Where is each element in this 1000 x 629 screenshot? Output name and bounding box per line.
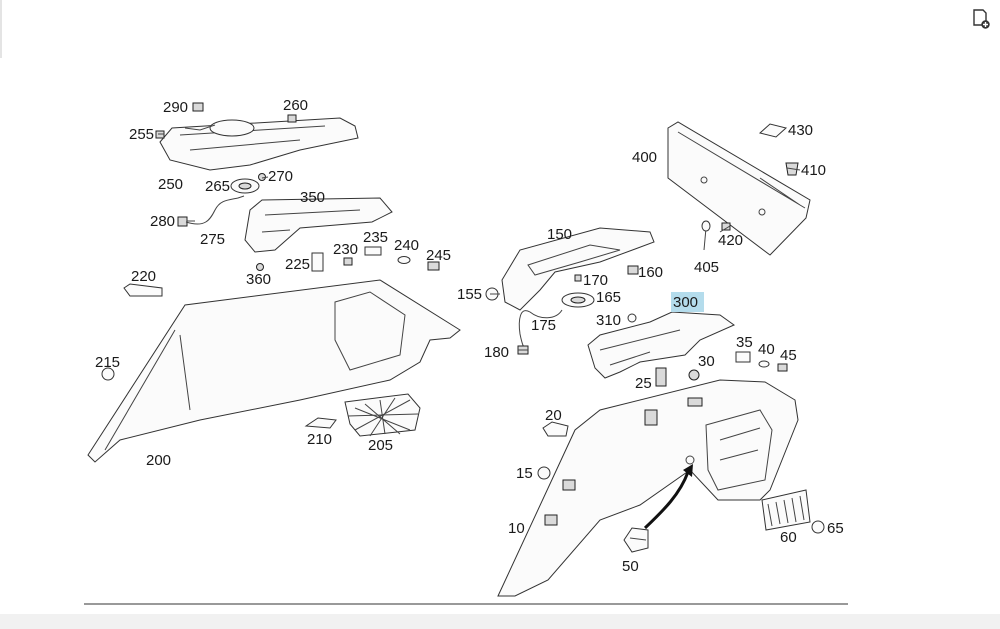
leader-lines xyxy=(158,133,801,351)
label-290[interactable]: 290 xyxy=(163,99,188,116)
label-430[interactable]: 430 xyxy=(788,122,813,139)
part-160-shape xyxy=(627,265,639,275)
part-65-shape xyxy=(811,520,825,534)
part-270-shape xyxy=(258,173,266,181)
label-300[interactable]: 300 xyxy=(673,294,698,311)
part-45-shape xyxy=(777,363,788,372)
part-230-shape xyxy=(343,257,353,266)
label-35[interactable]: 35 xyxy=(736,334,753,351)
label-235[interactable]: 235 xyxy=(363,229,388,246)
part-290-shape xyxy=(192,102,204,112)
part-200-shape xyxy=(87,279,461,463)
label-15[interactable]: 15 xyxy=(516,465,533,482)
part-40-shape xyxy=(758,360,770,368)
part-215-shape xyxy=(101,367,115,381)
assembly-arrow xyxy=(643,471,690,530)
part-360-shape xyxy=(256,263,264,271)
part-250-shape xyxy=(159,117,359,171)
label-275[interactable]: 275 xyxy=(200,231,225,248)
label-405[interactable]: 405 xyxy=(694,259,719,276)
part-300-shape xyxy=(587,311,736,379)
part-275-shape xyxy=(185,195,245,225)
label-30[interactable]: 30 xyxy=(698,353,715,370)
label-230[interactable]: 230 xyxy=(333,241,358,258)
label-40[interactable]: 40 xyxy=(758,341,775,358)
label-225[interactable]: 225 xyxy=(285,256,310,273)
part-150-shape xyxy=(501,227,655,311)
part-165-shape xyxy=(561,292,595,308)
part-170-shape xyxy=(574,274,582,282)
label-280[interactable]: 280 xyxy=(150,213,175,230)
part-280-shape xyxy=(177,216,188,227)
part-25-shape xyxy=(655,367,667,387)
document-add-icon[interactable] xyxy=(970,8,992,30)
label-240[interactable]: 240 xyxy=(394,237,419,254)
label-310[interactable]: 310 xyxy=(596,312,621,329)
part-310-shape xyxy=(627,313,637,323)
part-265-shape xyxy=(230,178,260,194)
label-25[interactable]: 25 xyxy=(635,375,652,392)
label-200[interactable]: 200 xyxy=(146,452,171,469)
label-50[interactable]: 50 xyxy=(622,558,639,575)
label-270[interactable]: 270 xyxy=(268,168,293,185)
label-250[interactable]: 250 xyxy=(158,176,183,193)
label-420[interactable]: 420 xyxy=(718,232,743,249)
part-350-shape xyxy=(244,197,393,253)
bottom-scroll-band xyxy=(0,614,1000,629)
label-60[interactable]: 60 xyxy=(780,529,797,546)
part-20-shape xyxy=(542,421,569,437)
part-15-shape xyxy=(537,466,551,480)
label-165[interactable]: 165 xyxy=(596,289,621,306)
part-245-shape xyxy=(427,261,440,271)
label-220[interactable]: 220 xyxy=(131,268,156,285)
label-180[interactable]: 180 xyxy=(484,344,509,361)
part-210-shape xyxy=(304,417,337,429)
part-235-shape xyxy=(364,246,382,256)
panel-edge xyxy=(0,0,2,58)
part-400-shape xyxy=(667,121,811,256)
part-50-shape xyxy=(623,527,649,553)
part-225-shape xyxy=(311,252,324,272)
label-410[interactable]: 410 xyxy=(801,162,826,179)
label-260[interactable]: 260 xyxy=(283,97,308,114)
label-10[interactable]: 10 xyxy=(508,520,525,537)
label-350[interactable]: 350 xyxy=(300,189,325,206)
part-220-shape xyxy=(123,283,163,297)
label-155[interactable]: 155 xyxy=(457,286,482,303)
part-10-shape xyxy=(497,379,799,597)
label-360[interactable]: 360 xyxy=(246,271,271,288)
label-400[interactable]: 400 xyxy=(632,149,657,166)
part-205-shape xyxy=(344,393,421,437)
part-405-shape xyxy=(701,220,711,251)
label-205[interactable]: 205 xyxy=(368,437,393,454)
part-240-shape xyxy=(397,256,411,264)
label-215[interactable]: 215 xyxy=(95,354,120,371)
label-245[interactable]: 245 xyxy=(426,247,451,264)
label-45[interactable]: 45 xyxy=(780,347,797,364)
highlight-300 xyxy=(671,292,704,312)
label-160[interactable]: 160 xyxy=(638,264,663,281)
part-260-shape xyxy=(287,114,297,123)
label-210[interactable]: 210 xyxy=(307,431,332,448)
label-150[interactable]: 150 xyxy=(547,226,572,243)
assembly-arrow-head xyxy=(683,464,693,477)
part-430-shape xyxy=(758,123,788,138)
part-30-shape xyxy=(688,369,700,381)
label-255[interactable]: 255 xyxy=(129,126,154,143)
label-65[interactable]: 65 xyxy=(827,520,844,537)
label-175[interactable]: 175 xyxy=(531,317,556,334)
part-35-shape xyxy=(735,351,751,363)
label-170[interactable]: 170 xyxy=(583,272,608,289)
part-60-shape xyxy=(761,489,811,531)
label-265[interactable]: 265 xyxy=(205,178,230,195)
label-20[interactable]: 20 xyxy=(545,407,562,424)
